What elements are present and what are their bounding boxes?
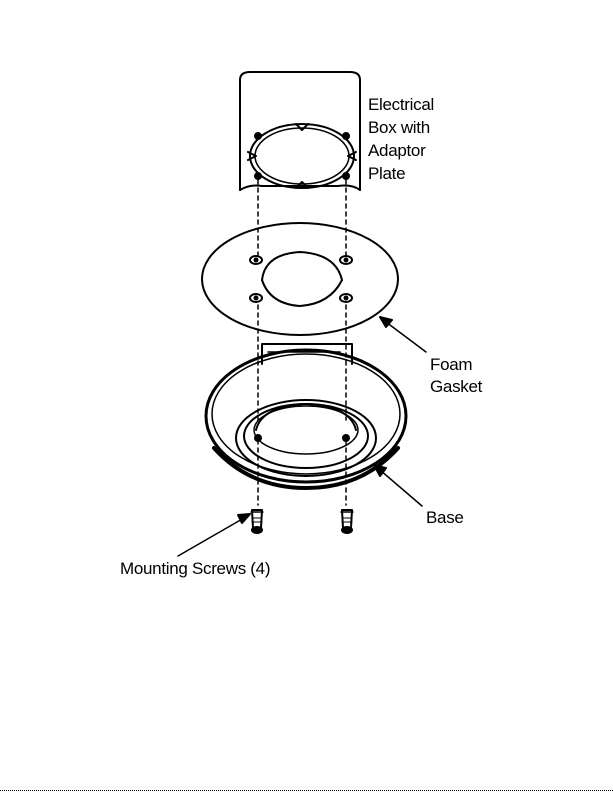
mounting-screw-right [341,510,353,533]
base-label: Base [426,507,464,529]
page-bottom-border [0,790,613,792]
electrical-box-label-line-2: Box with [368,117,430,139]
leader-arrow-gasket [380,317,426,352]
electrical-box-label-line-3: Adaptor [368,140,425,162]
alignment-lines [258,180,346,505]
foam-gasket-label-line-2: Gasket [430,376,482,398]
mounting-screw-left [251,510,263,533]
foam-gasket [202,223,398,335]
electrical-box [240,72,360,190]
foam-gasket-label-line-1: Foam [430,354,472,376]
leader-arrow-base [374,465,422,506]
mounting-screws-label: Mounting Screws (4) [120,558,270,580]
leader-arrow-screws [178,514,250,556]
electrical-box-label-line-1: Electrical [368,94,434,116]
electrical-box-label-line-4: Plate [368,163,405,185]
